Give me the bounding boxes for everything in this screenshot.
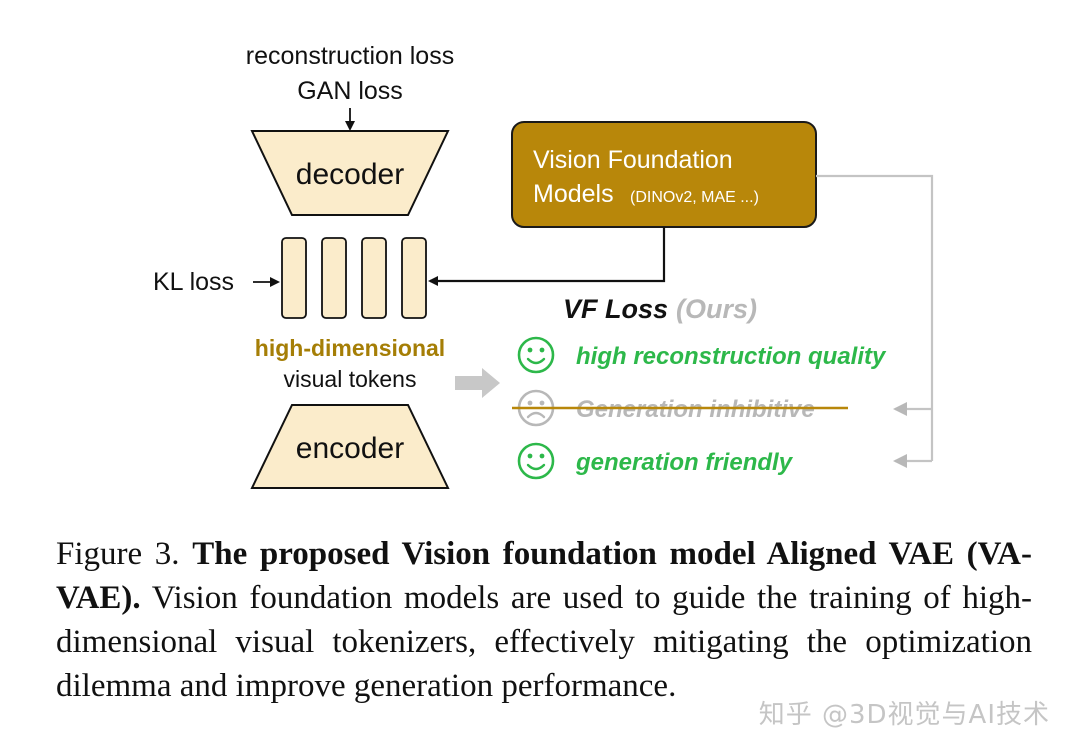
vf-loss-label: VF Loss(Ours) (563, 294, 757, 324)
benefit-generation-friendly: generation friendly (575, 449, 794, 476)
vfm-models-word: Models (533, 180, 614, 208)
vavae-diagram: reconstruction loss GAN loss decoder KL … (153, 42, 934, 489)
caption-bold-title: The proposed Vision foundation model Ali… (56, 536, 1032, 616)
vfm-to-tokens-arrow (428, 227, 666, 286)
token-4 (401, 237, 427, 319)
tokens-label-high-dimensional: high-dimensional (255, 335, 445, 361)
tokens-label-visual: visual tokens (284, 366, 417, 392)
kl-loss-label: KL loss (153, 268, 234, 296)
reconstruction-loss-label: reconstruction loss (246, 42, 454, 70)
benefit-high-reconstruction-quality: high reconstruction quality (576, 343, 887, 370)
token-3 (361, 237, 387, 319)
encoder-label: encoder (296, 432, 404, 465)
smile-face-icon (517, 336, 555, 374)
token-1 (281, 237, 307, 319)
vfm-title: Vision Foundation (533, 146, 733, 174)
token-2 (321, 237, 347, 319)
vfm-examples: (DINOv2, MAE ...) (630, 189, 759, 206)
watermark: 知乎 @3D视觉与AI技术 (758, 700, 1050, 730)
encoder-shape (250, 404, 450, 489)
gray-block-arrow (455, 368, 500, 398)
decoder-shape (250, 130, 450, 216)
vfm-feedback-line (816, 174, 934, 461)
smile-face-icon (517, 442, 555, 480)
ours-label: (Ours) (676, 294, 757, 324)
visual-tokens (281, 237, 427, 319)
vision-foundation-models-box (511, 121, 817, 228)
gan-loss-label: GAN loss (297, 77, 403, 105)
decoder-label: decoder (296, 158, 404, 191)
caption-body: Vision foundation models are used to gui… (56, 580, 1032, 704)
benefit-generation-inhibitive: Generation inhibitive (576, 396, 815, 423)
caption-label: Figure 3. (56, 536, 180, 572)
figure-caption: Figure 3. The proposed Vision foundation… (56, 532, 1032, 708)
